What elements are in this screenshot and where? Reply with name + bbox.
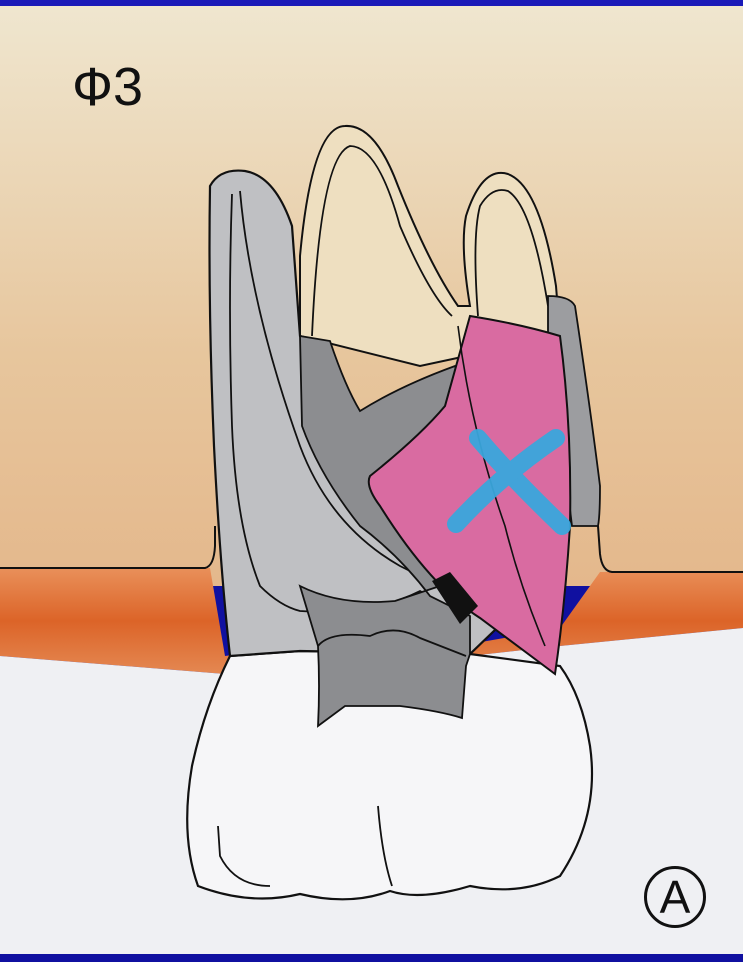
variant-badge: A [644, 866, 706, 928]
stage-label: Ф3 [72, 60, 143, 114]
tooth-illustration [0, 6, 743, 954]
